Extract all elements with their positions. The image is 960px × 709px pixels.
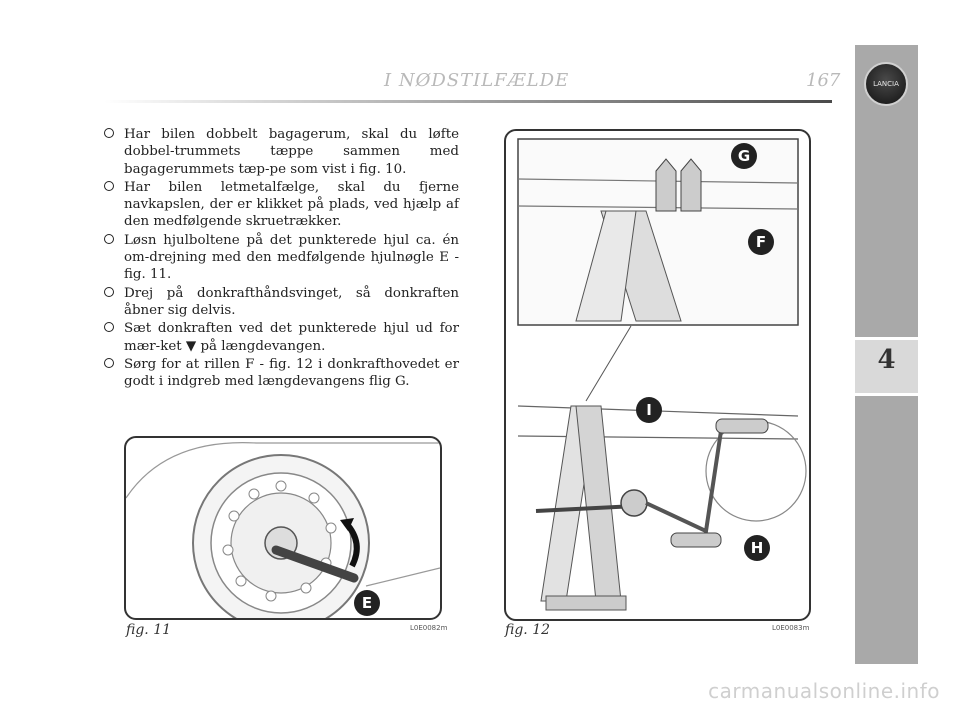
bullet-circle-icon xyxy=(104,286,114,297)
callout-g: G xyxy=(731,143,757,169)
fig12-code: L0E0083m xyxy=(772,624,810,632)
figure-12-jack: G F I H xyxy=(504,129,811,621)
bullet-circle-icon xyxy=(104,357,114,368)
fig11-caption: fig. 11 xyxy=(126,622,172,638)
bullet-circle-icon xyxy=(104,322,114,333)
list-item: Sørg for at rillen F - fig. 12 i donkraf… xyxy=(104,356,459,391)
header-rule xyxy=(104,100,832,103)
callout-e: E xyxy=(354,590,380,616)
lancia-logo: LANCIA xyxy=(864,62,908,106)
bullet-circle-icon xyxy=(104,233,114,244)
fig12-caption: fig. 12 xyxy=(505,622,551,638)
list-item: Løsn hjulboltene på det punkterede hjul … xyxy=(104,232,459,284)
bullet-circle-icon xyxy=(104,128,114,138)
side-tab-chapter xyxy=(855,340,918,393)
list-item: Drej på donkrafthåndsvinget, så donkraft… xyxy=(104,285,459,320)
section-title: I NØDSTILFÆLDE xyxy=(384,70,570,91)
list-item: Sæt donkraften ved det punkterede hjul u… xyxy=(104,320,459,355)
callout-h: H xyxy=(744,535,770,561)
callout-f: F xyxy=(748,229,774,255)
fig11-code: L0E0082m xyxy=(410,624,448,632)
instruction-list: Har bilen dobbelt bagagerum, skal du løf… xyxy=(104,126,459,391)
watermark: carmanualsonline.info xyxy=(708,679,940,703)
logo-text: LANCIA xyxy=(873,80,899,88)
figure-11-wheel-wrench: E xyxy=(124,436,442,620)
wheel-illustration xyxy=(126,442,440,618)
page-number: 167 xyxy=(806,70,841,91)
list-item: Har bilen letmetalfælge, skal du fjerne … xyxy=(104,179,459,231)
callout-i: I xyxy=(636,397,662,423)
list-item: Har bilen dobbelt bagagerum, skal du løf… xyxy=(104,126,459,178)
chapter-number: 4 xyxy=(877,345,896,375)
bullet-circle-icon xyxy=(104,180,114,191)
side-tab-bottom xyxy=(855,396,918,664)
